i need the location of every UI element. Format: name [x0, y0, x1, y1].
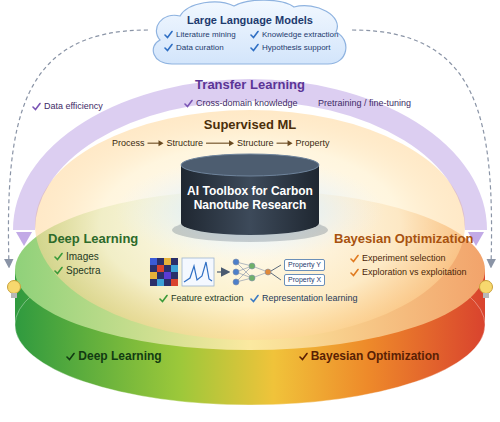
area-title: Deep Learning: [48, 232, 138, 247]
deep-learning-area: Deep LearningImagesSpectra: [40, 228, 160, 280]
neural-network-icon: [233, 259, 271, 285]
check-item: Feature extraction: [171, 293, 244, 303]
flow-step: Structure: [237, 138, 274, 148]
check-mark: [250, 43, 259, 52]
check-mark: [299, 352, 308, 361]
check-item: Data curation: [176, 43, 224, 52]
check-item: Literature mining: [176, 30, 236, 39]
check-mark: [159, 294, 168, 303]
lightbulb-icon: [480, 281, 493, 299]
spectrum-plot: [182, 258, 214, 286]
property-box: Property Y: [284, 259, 325, 271]
supervised-ml-ring: Supervised ML Process Structure Structure Pr…: [90, 114, 410, 154]
check-item: Knowledge extraction: [262, 30, 339, 39]
ring-title: Supervised ML: [204, 118, 296, 133]
check-mark: [164, 30, 173, 39]
check-mark: [184, 99, 193, 108]
cloud-node: Large Language ModelsLiterature mining Kn…: [148, 0, 352, 66]
check-item: Experiment selection: [362, 253, 446, 263]
check-item: Hypothesis support: [262, 43, 330, 52]
toolbox-cylinder: AI Toolbox for Carbon Nanotube Research: [180, 153, 320, 235]
check-item: Cross-domain knowledge: [196, 98, 298, 108]
cloud-title: Large Language Models: [187, 14, 313, 27]
check-mark: [32, 102, 41, 111]
area-title: Bayesian Optimization: [334, 232, 473, 247]
check-mark: [54, 266, 63, 275]
check-mark: [350, 268, 359, 277]
flow-step: Structure: [167, 138, 204, 148]
check-mark: [54, 252, 63, 261]
property-name: Property X: [288, 276, 321, 284]
band-note: Pretraining / fine-tuning: [318, 98, 411, 108]
flow-step: Process: [112, 138, 145, 148]
property-name: Property Y: [288, 261, 321, 269]
band-title: Transfer Learning: [195, 78, 305, 93]
check-mark: [350, 254, 359, 263]
cylinder-title: AI Toolbox for Carbon Nanotube Research: [186, 185, 314, 213]
check-item: Representation learning: [262, 293, 358, 303]
check-item: Images: [66, 251, 99, 263]
check-mark: [250, 294, 259, 303]
check-mark: [66, 352, 75, 361]
image-thumbnail: [150, 258, 178, 286]
property-box: Property X: [284, 274, 325, 286]
transfer-learning-band: Transfer LearningData efficiency Cross-do…: [20, 74, 480, 114]
check-item: Exploration vs exploitation: [362, 267, 467, 277]
flow-step: Property: [296, 138, 330, 148]
check-mark: [164, 43, 173, 52]
rim-label: Deep Learning: [78, 350, 161, 364]
check-mark: [250, 30, 259, 39]
check-item: Spectra: [66, 265, 100, 277]
rim-label: Bayesian Optimization: [311, 350, 440, 364]
lightbulb-icon: [8, 281, 21, 299]
check-item: Data efficiency: [44, 101, 103, 111]
bayesian-optimization-area: Bayesian OptimizationExperiment selectio…: [330, 228, 480, 282]
